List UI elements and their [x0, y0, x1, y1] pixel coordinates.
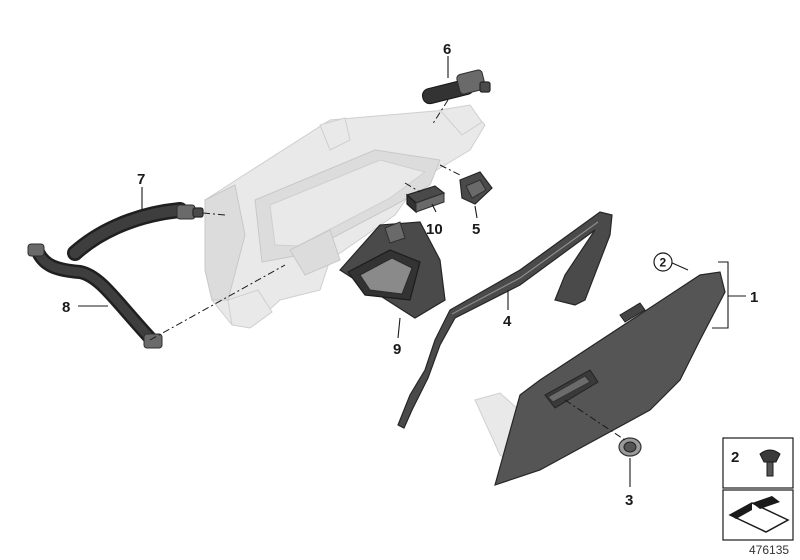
callout-5: 5: [472, 221, 480, 238]
push-pin-icon: [759, 449, 781, 477]
part-1-glovebox-lid: [474, 271, 726, 486]
part-7-hose: [67, 202, 204, 261]
part-8-hose: [27, 243, 163, 349]
callout-6: 6: [443, 41, 451, 58]
part-5-bracket: [459, 171, 493, 205]
callout-labels: 6 7 8 10 5 9 4 3 1 2: [62, 41, 758, 509]
part-9-tray: [339, 221, 446, 319]
legend-item-number: 2: [731, 449, 739, 466]
folded-panel-icon: [728, 496, 790, 533]
document-number: 476135: [749, 543, 789, 557]
callout-9: 9: [393, 341, 401, 358]
part-10-block: [405, 185, 446, 214]
callout-8: 8: [62, 299, 70, 316]
part-6-damper-rod: [421, 69, 491, 105]
glovebox-housing-ghost: [204, 104, 486, 329]
assembly-lines: [149, 99, 626, 441]
callout-10: 10: [426, 221, 443, 238]
callout-7: 7: [137, 171, 145, 188]
callout-4: 4: [503, 313, 512, 330]
callout-2-circle: [653, 252, 673, 272]
callout-2: 2: [660, 256, 667, 270]
legend-box: 2: [722, 437, 794, 541]
part-4-trim-frame: [397, 211, 613, 429]
leader-lines: [78, 56, 746, 487]
part-3-lock-cylinder: [618, 437, 642, 457]
callout-3: 3: [625, 492, 633, 509]
callout-1: 1: [750, 289, 758, 306]
